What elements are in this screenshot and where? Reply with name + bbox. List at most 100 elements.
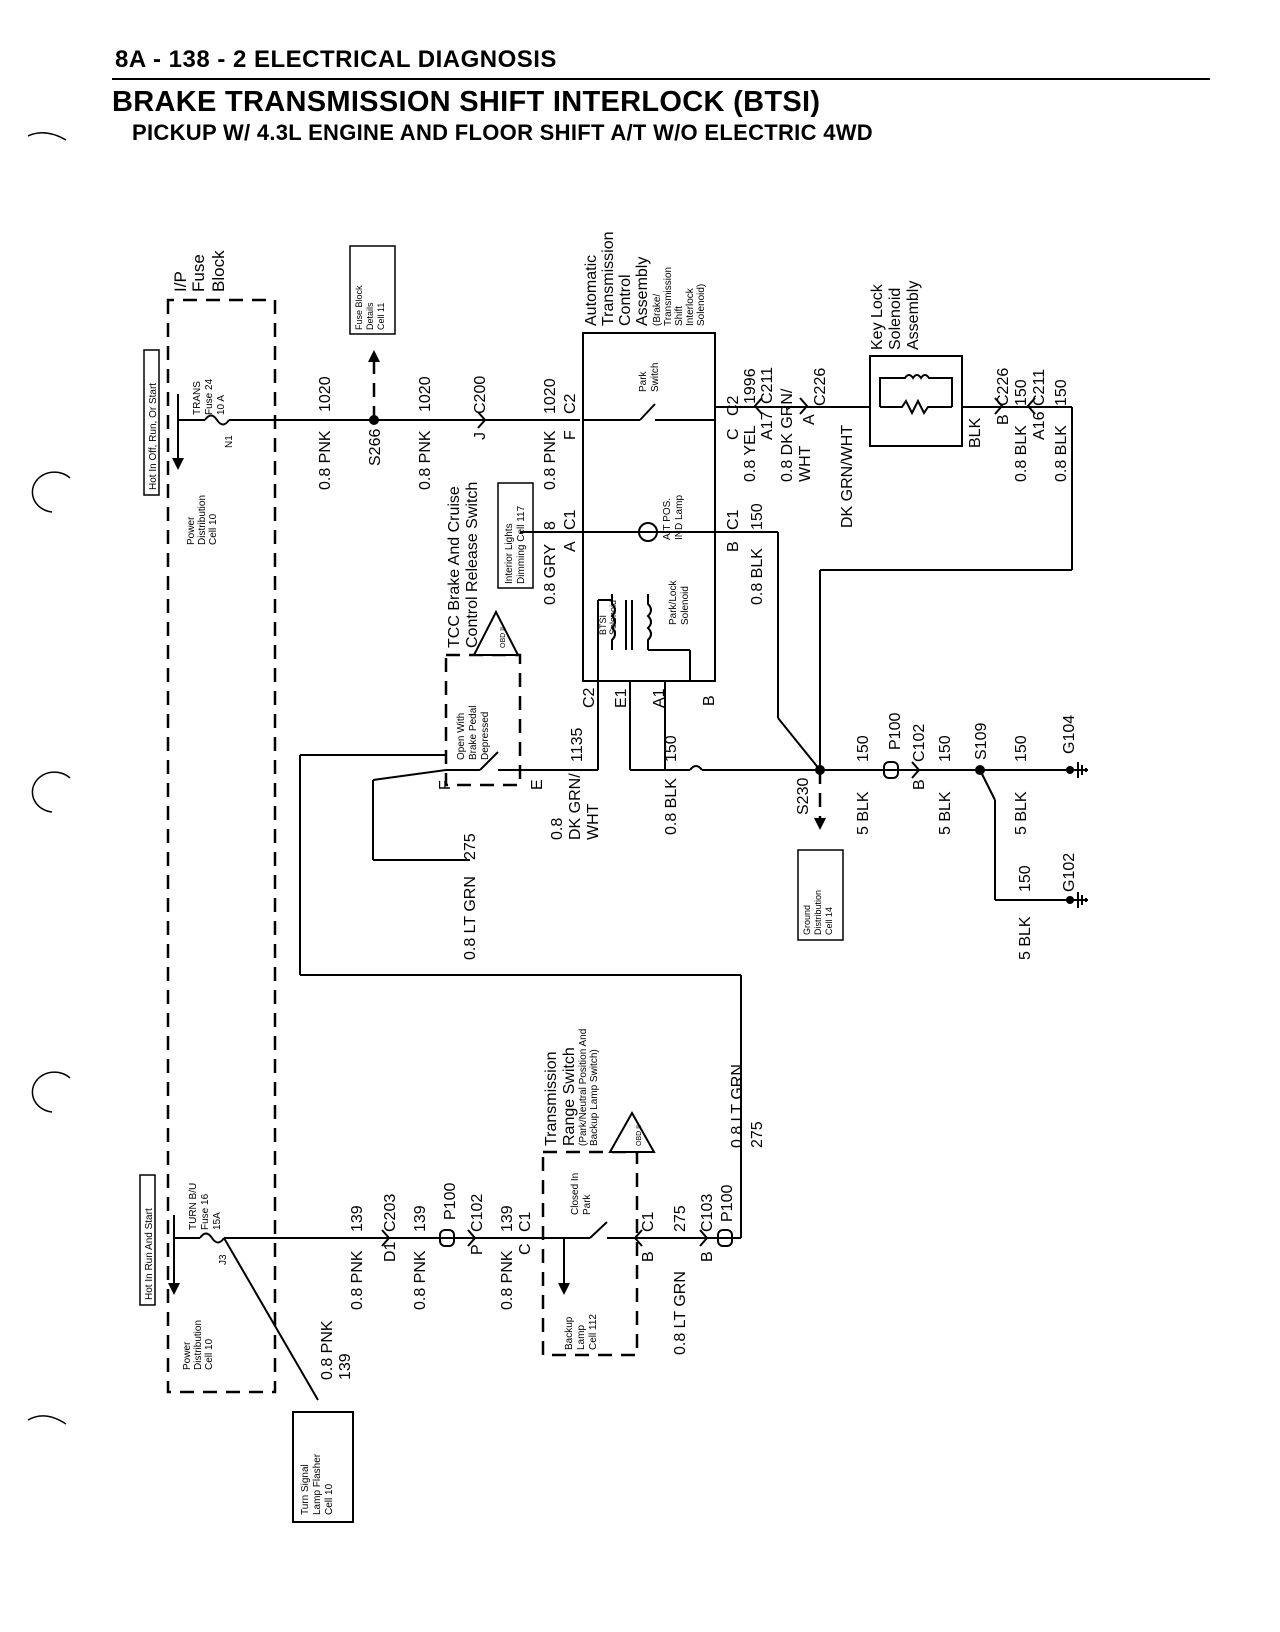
svg-text:DK GRN/: DK GRN/	[567, 773, 584, 840]
svg-text:Open With: Open With	[456, 713, 467, 760]
svg-text:P100: P100	[442, 1183, 459, 1220]
svg-text:150: 150	[855, 735, 872, 762]
svg-text:1020: 1020	[417, 376, 434, 412]
svg-text:TCC Brake And Cruise: TCC Brake And Cruise	[446, 486, 463, 648]
svg-text:A: A	[801, 414, 818, 425]
svg-text:B: B	[995, 414, 1012, 425]
svg-text:WHT: WHT	[585, 803, 602, 840]
svg-text:Control: Control	[617, 274, 634, 326]
svg-text:Transmission: Transmission	[663, 267, 674, 326]
right-side-circuits: B C1 0.8 BLK 150 C C2 0.8 YEL 1996 A17 C…	[715, 367, 1073, 771]
key-lock-box	[869, 355, 963, 447]
svg-text:A: A	[562, 541, 579, 552]
svg-text:BTSI: BTSI	[598, 615, 608, 635]
svg-text:Shift: Shift	[674, 306, 685, 326]
svg-text:0.8 YEL: 0.8 YEL	[742, 425, 759, 482]
svg-text:A16: A16	[1031, 411, 1048, 440]
svg-text:Details: Details	[365, 302, 375, 330]
svg-text:Solenoid: Solenoid	[680, 586, 691, 625]
svg-text:15A: 15A	[212, 1212, 223, 1230]
svg-text:Assembly: Assembly	[634, 257, 651, 326]
svg-text:275: 275	[672, 1205, 689, 1232]
key-lock-solenoid: Key Lock Solenoid Assembly BLK B C226 15…	[869, 281, 1070, 482]
svg-text:BLK: BLK	[967, 417, 984, 448]
hot-label-top: Hot In Off, Run, Or Start	[148, 383, 159, 490]
svg-text:Closed In: Closed In	[570, 1173, 581, 1215]
svg-text:A1: A1	[651, 688, 668, 708]
svg-text:OBD II: OBD II	[500, 627, 507, 648]
svg-text:0.8 LT GRN: 0.8 LT GRN	[672, 1271, 689, 1355]
svg-text:150: 150	[663, 735, 680, 762]
svg-text:0.8 PNK: 0.8 PNK	[319, 1320, 336, 1380]
fuse-details-ref	[349, 245, 396, 335]
fuse-24-label: TRANS Fuse 24 10 A	[192, 378, 227, 415]
at-control-assembly: Automatic Transmission Control Assembly …	[581, 231, 718, 708]
svg-text:N1: N1	[224, 435, 235, 448]
svg-text:C2: C2	[562, 393, 579, 414]
ground-g104: G104	[1061, 715, 1088, 778]
power-dist-top: Power Distribution Cell 10	[186, 495, 219, 545]
diagram-title: BRAKE TRANSMISSION SHIFT INTERLOCK (BTSI…	[112, 86, 821, 118]
svg-text:0.8 LT GRN: 0.8 LT GRN	[462, 876, 479, 960]
svg-text:J: J	[472, 432, 489, 440]
svg-text:A17: A17	[759, 411, 776, 440]
gry-8-circuit: Interior Lights Dimming Cell 117 0.8 GRY…	[497, 482, 583, 605]
svg-text:C211: C211	[1031, 369, 1048, 406]
svg-text:Cell 112: Cell 112	[588, 1314, 599, 1350]
svg-text:0.8 PNK: 0.8 PNK	[412, 1250, 429, 1310]
svg-text:B: B	[911, 779, 928, 790]
svg-text:C: C	[725, 428, 742, 440]
svg-text:Range Switch: Range Switch	[561, 1047, 578, 1146]
svg-text:139: 139	[349, 1205, 366, 1232]
svg-text:Dimming Cell 117: Dimming Cell 117	[516, 505, 527, 584]
svg-text:Park/Lock: Park/Lock	[668, 580, 679, 625]
svg-text:5 BLK: 5 BLK	[937, 791, 954, 835]
svg-text:0.8 PNK: 0.8 PNK	[349, 1250, 366, 1310]
svg-text:C1: C1	[562, 509, 579, 530]
svg-text:5 BLK: 5 BLK	[1017, 916, 1034, 960]
svg-text:DK GRN/WHT: DK GRN/WHT	[839, 425, 856, 528]
hot-label-box-bottom	[139, 1174, 156, 1306]
svg-text:G102: G102	[1061, 853, 1078, 892]
svg-text:C: C	[517, 1243, 534, 1255]
svg-text:C200: C200	[472, 376, 489, 414]
svg-text:0.8 BLK: 0.8 BLK	[749, 548, 766, 605]
svg-text:B: B	[699, 1251, 716, 1262]
svg-text:Distribution: Distribution	[813, 890, 823, 935]
svg-text:(Brake/: (Brake/	[652, 294, 663, 326]
svg-text:E: E	[529, 779, 546, 790]
svg-text:150: 150	[1053, 379, 1070, 406]
svg-text:0.8 PNK: 0.8 PNK	[499, 1250, 516, 1310]
svg-text:I/P: I/P	[171, 271, 190, 292]
svg-text:0.8 LT GRN: 0.8 LT GRN	[729, 1064, 746, 1148]
svg-text:F: F	[562, 430, 579, 440]
svg-text:Fuse 24: Fuse 24	[204, 378, 215, 415]
svg-text:275: 275	[462, 833, 479, 860]
svg-text:1996: 1996	[742, 368, 759, 404]
svg-text:Park: Park	[638, 370, 649, 392]
svg-text:139: 139	[499, 1205, 516, 1232]
svg-text:Control Release Switch: Control Release Switch	[464, 482, 481, 648]
svg-text:Cell 10: Cell 10	[324, 1483, 335, 1515]
ground-dist-ref	[797, 849, 844, 941]
svg-text:Block: Block	[209, 250, 228, 292]
svg-text:Transmission: Transmission	[543, 1051, 560, 1146]
svg-text:C226: C226	[995, 368, 1012, 406]
fuse-block-label: I/P Fuse Block	[171, 250, 228, 292]
svg-text:Depressed: Depressed	[480, 712, 491, 760]
ip-fuse-block: I/P Fuse Block Hot In Off, Run, Or Start…	[139, 250, 277, 1394]
svg-text:150: 150	[1013, 379, 1030, 406]
svg-text:0.8 PNK: 0.8 PNK	[417, 430, 434, 490]
svg-text:B: B	[725, 541, 742, 552]
svg-text:C1: C1	[725, 509, 742, 530]
turn-flasher-ref	[292, 1411, 354, 1523]
svg-text:0.8 GRY: 0.8 GRY	[542, 544, 559, 605]
at-pos-lamp	[638, 522, 658, 542]
power-dist-bottom: Power Distribution Cell 10	[182, 1320, 215, 1370]
svg-text:Power: Power	[182, 1341, 193, 1370]
svg-text:C102: C102	[911, 724, 928, 762]
trs-label: Transmission Range Switch (Park/Neutral …	[543, 1029, 600, 1146]
tcc-brake-switch: TCC Brake And Cruise Control Release Swi…	[299, 482, 741, 976]
atca-box	[582, 332, 716, 682]
